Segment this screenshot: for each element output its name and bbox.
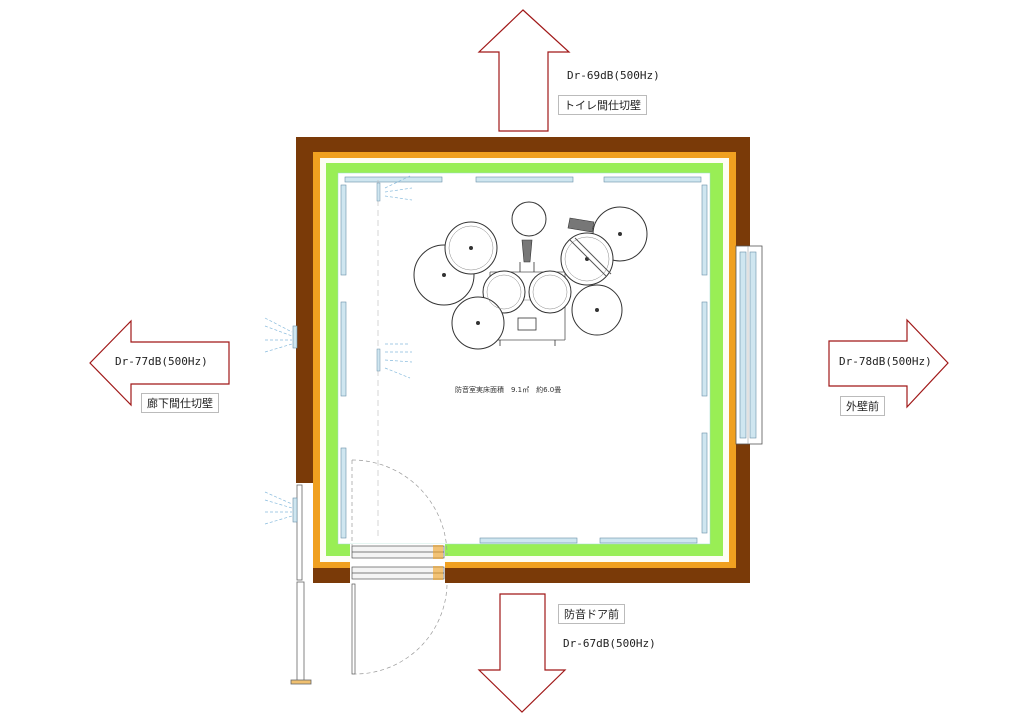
door-handle-upper — [433, 545, 443, 559]
east-db-label: Dr-78dB(500Hz) — [839, 355, 932, 368]
east-wall-label: 外壁前 — [840, 396, 885, 416]
south-wall-label: 防音ドア前 — [558, 604, 625, 624]
west-fixture-upper — [292, 325, 298, 349]
west-door-frame — [290, 484, 312, 685]
south-door — [351, 545, 445, 675]
inner-fixture-mid — [376, 348, 381, 372]
arrow-east — [828, 318, 949, 409]
green-notch — [700, 540, 718, 550]
west-wall-label: 廊下間仕切壁 — [141, 393, 219, 413]
north-db-label: Dr-69dB(500Hz) — [567, 69, 660, 82]
acoustic-panels — [340, 176, 708, 544]
door-handle-lower — [433, 566, 443, 580]
inner-fixture-upper — [376, 182, 381, 202]
arrow-south — [477, 593, 567, 713]
door-swing-upper — [351, 459, 448, 556]
arrow-north — [477, 9, 571, 132]
cymbal-arm-center — [521, 239, 533, 263]
arrow-west — [89, 319, 230, 407]
throne — [517, 317, 537, 331]
splash-cymbal — [511, 201, 547, 237]
drum-kit — [413, 201, 648, 350]
west-db-label: Dr-77dB(500Hz) — [115, 355, 208, 368]
east-window — [735, 245, 763, 445]
sound-rays — [264, 175, 413, 525]
south-db-label: Dr-67dB(500Hz) — [563, 637, 656, 650]
cymbal-arm-right — [567, 217, 595, 233]
west-fixture-lower — [292, 497, 298, 523]
north-wall-label: トイレ間仕切壁 — [558, 95, 647, 115]
room-area-label: 防音室実床面積 9.1㎡ 約6.0畳 — [455, 386, 562, 394]
door-swing-lower — [354, 584, 448, 675]
snare-right — [528, 270, 572, 314]
